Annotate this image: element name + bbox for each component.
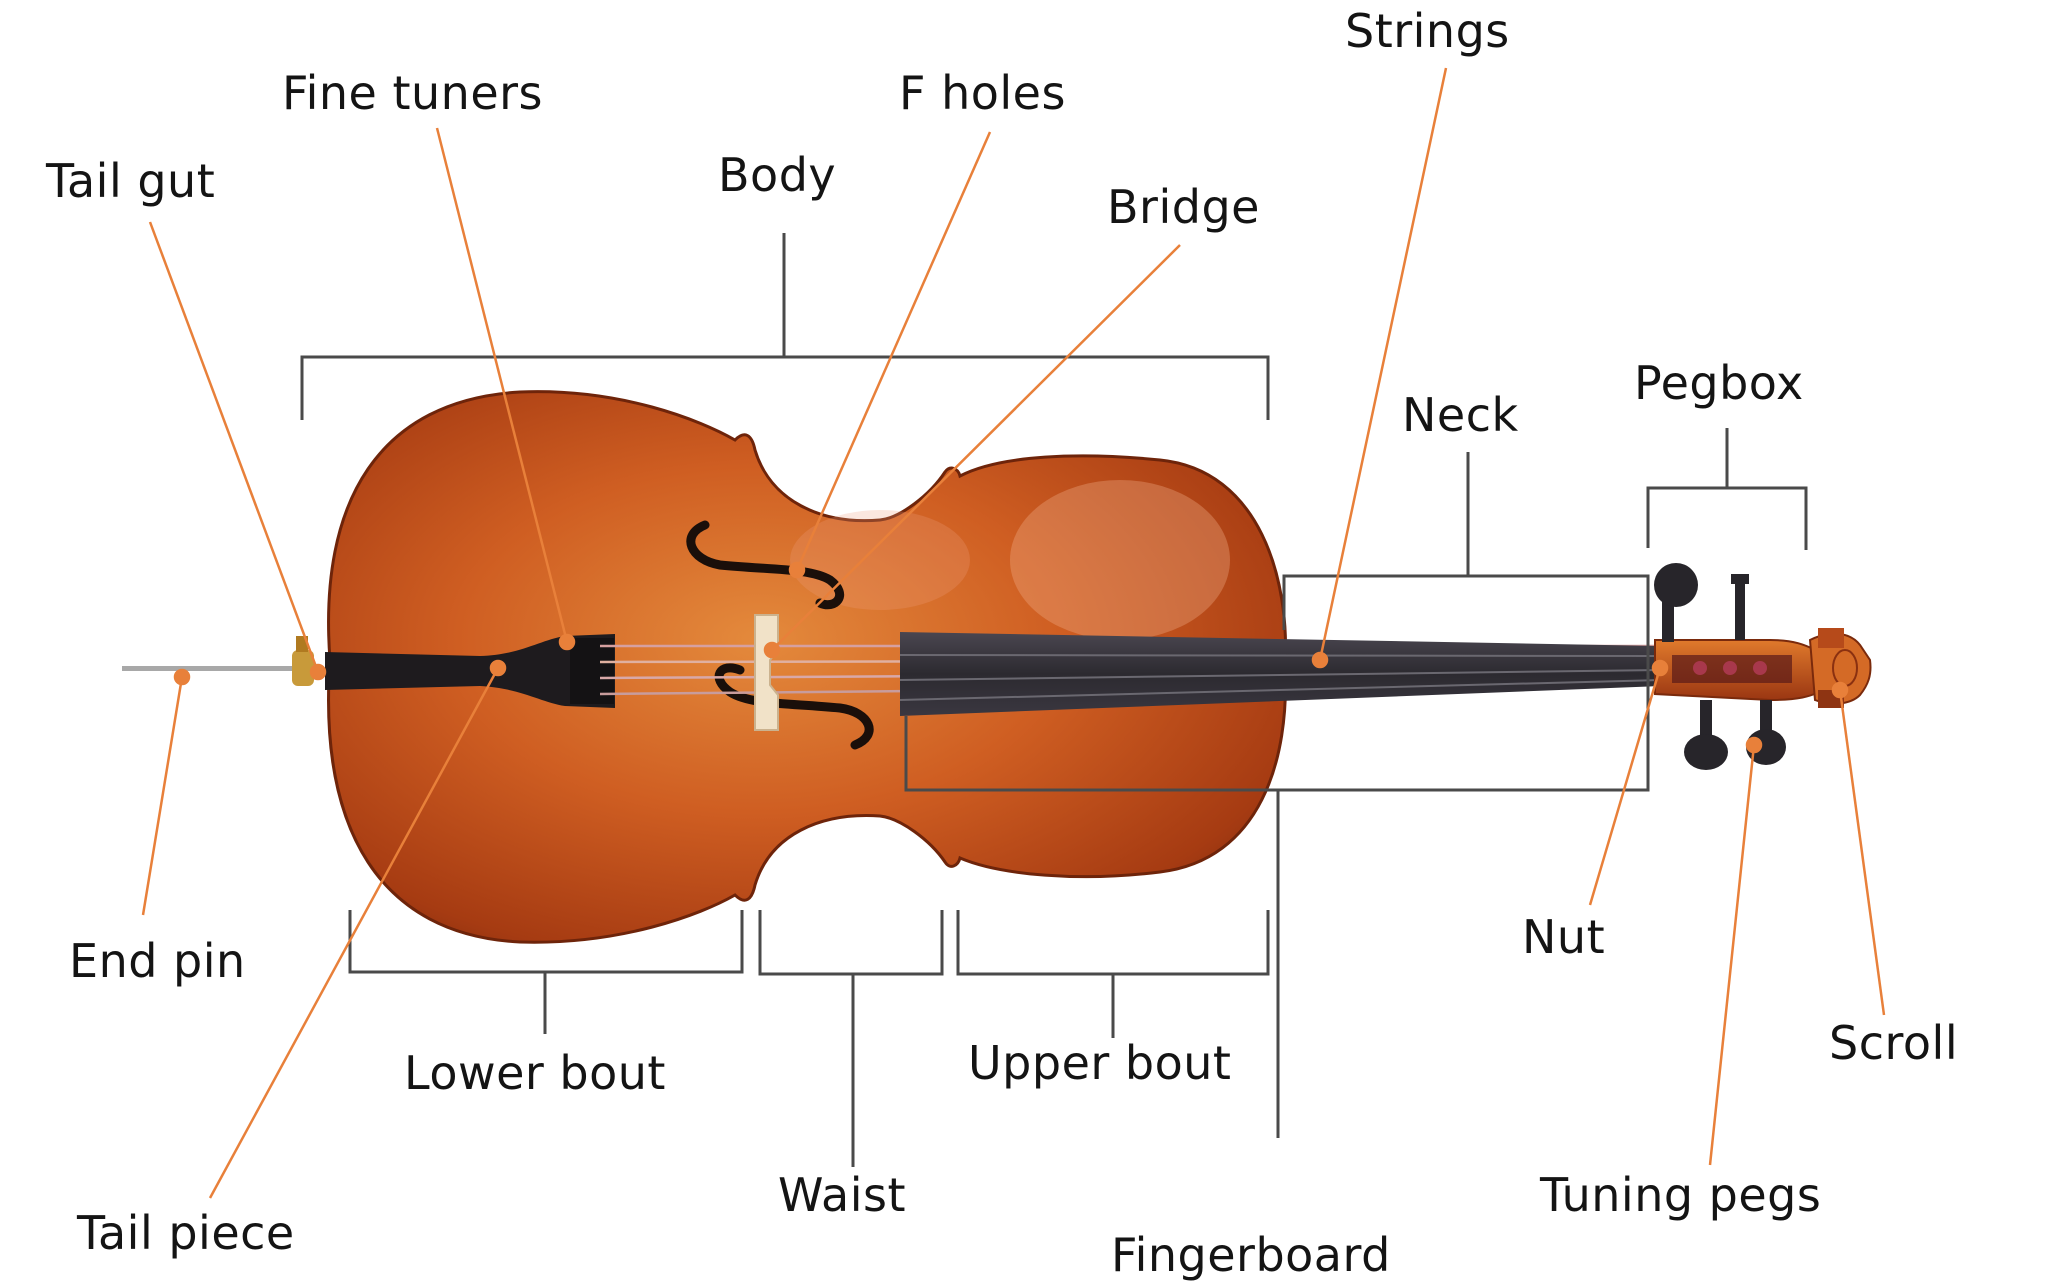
fingerboard-icon [899, 632, 1661, 716]
leader-lines [141, 67, 1886, 1199]
label-scroll: Scroll [1829, 1016, 1959, 1070]
label-end-pin: End pin [69, 934, 246, 988]
label-fine-tuners: Fine tuners [282, 66, 543, 120]
label-fingerboard: Fingerboard [1111, 1228, 1391, 1282]
tuning-pegs-icon [1654, 563, 1786, 770]
label-body: Body [718, 148, 837, 202]
end-pin-icon [122, 636, 314, 686]
label-nut: Nut [1522, 910, 1606, 964]
neck-bracket [904, 574, 1650, 792]
label-tuning-pegs: Tuning pegs [1540, 1168, 1822, 1222]
label-neck: Neck [1402, 388, 1519, 442]
upper-bout-bracket [956, 910, 1270, 976]
label-f-holes: F holes [899, 66, 1066, 120]
pegbox-bracket [1646, 486, 1808, 550]
label-waist: Waist [778, 1168, 907, 1222]
bracket-lines [300, 233, 1808, 1167]
label-tail-gut: Tail gut [46, 154, 216, 208]
waist-bracket [758, 910, 944, 976]
label-tail-piece: Tail piece [77, 1206, 295, 1260]
label-bridge: Bridge [1107, 180, 1260, 234]
scroll-icon [1808, 628, 1872, 708]
label-pegbox: Pegbox [1634, 356, 1804, 410]
label-lower-bout: Lower bout [404, 1046, 666, 1100]
pegbox-icon [1654, 639, 1821, 702]
label-upper-bout: Upper bout [968, 1036, 1232, 1090]
label-strings: Strings [1345, 4, 1510, 58]
